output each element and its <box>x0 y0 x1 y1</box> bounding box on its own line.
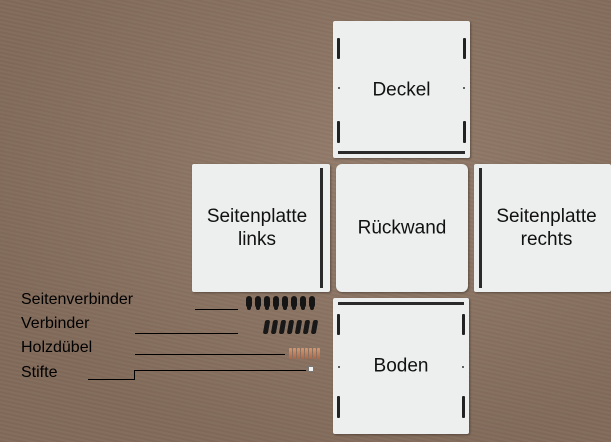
panel-boden: Boden <box>333 298 469 434</box>
panel-deckel: Deckel <box>333 21 470 158</box>
panel-label-boden: Boden <box>373 355 429 377</box>
leader-line-seitenverbinder <box>195 309 238 310</box>
panel-label-deckel: Deckel <box>372 79 431 100</box>
panel-rueckwand: Rückwand <box>336 164 468 292</box>
leader-line-stifte-vertical <box>134 370 135 380</box>
panel-label-seitenplatte-rechts: Seitenplatte rechts <box>496 206 597 250</box>
leader-line-holzduebel <box>135 354 285 355</box>
panel-label-rueckwand: Rückwand <box>357 217 447 239</box>
leader-line-verbinder <box>135 333 238 334</box>
stifte-part <box>308 366 314 372</box>
label-verbinder: Verbinder <box>21 315 90 332</box>
leader-line-stifte <box>88 379 134 380</box>
label-holzduebel: Holzdübel <box>21 339 93 356</box>
leader-line-stifte-top <box>134 370 306 371</box>
label-stifte: Stifte <box>21 364 58 381</box>
label-seitenverbinder: Seitenverbinder <box>21 291 134 308</box>
panel-seitenplatte-rechts: Seitenplatte rechts <box>474 164 611 292</box>
panel-label-seitenplatte-links: Seitenplatte links <box>206 206 308 250</box>
panel-seitenplatte-links: Seitenplatte links <box>192 164 330 292</box>
